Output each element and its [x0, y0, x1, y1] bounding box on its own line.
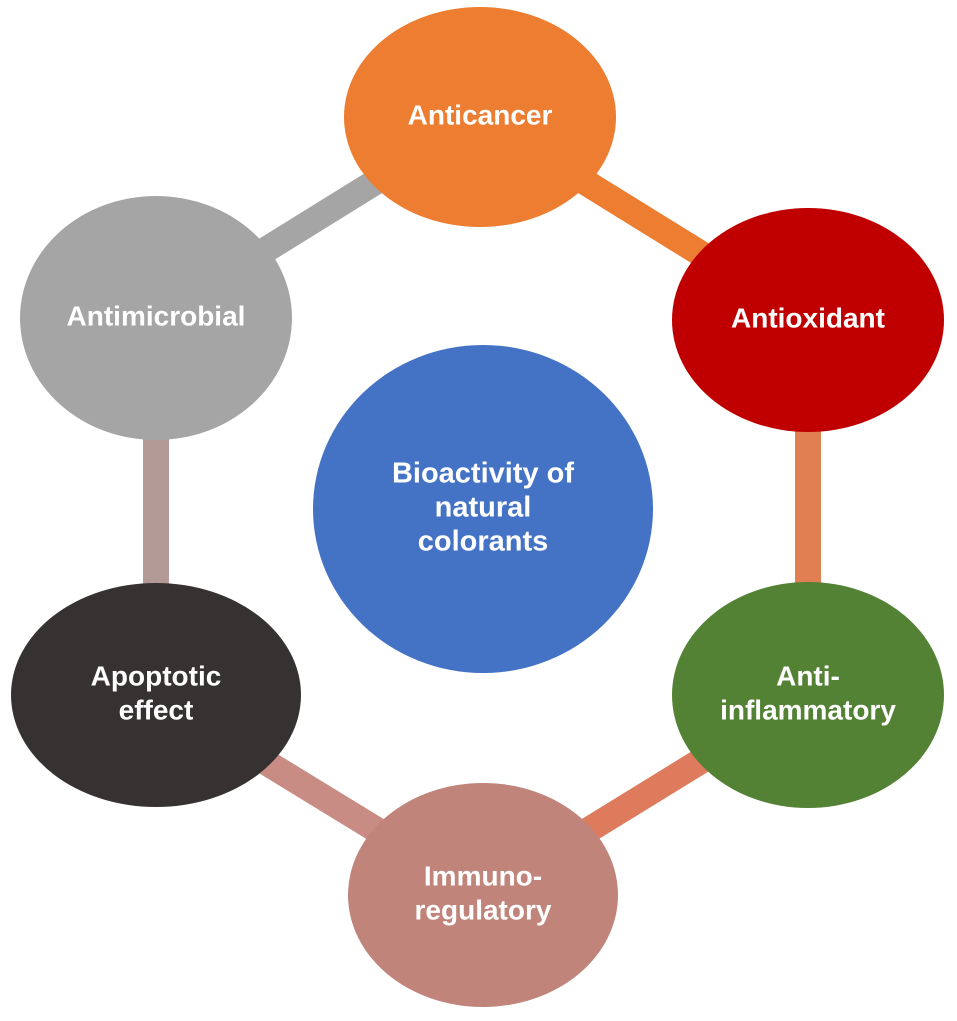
node-antioxidant-circle [672, 208, 944, 432]
node-anticancer-circle [344, 7, 616, 227]
node-antimicrobial-circle [20, 196, 292, 440]
center-node-label-line-3: colorants [418, 526, 549, 558]
node-apoptotic-effect-circle [11, 583, 301, 807]
node-immunoregulatory-label-line-1: Immuno- [424, 860, 542, 891]
node-immunoregulatory-circle [348, 783, 618, 1007]
node-antioxidant-label-line-1: Antioxidant [731, 302, 885, 333]
node-immunoregulatory: Immuno-regulatory [348, 783, 618, 1007]
node-anticancer-label-line-1: Anticancer [408, 99, 553, 130]
node-antimicrobial: Antimicrobial [20, 196, 292, 440]
node-immunoregulatory-label-line-2: regulatory [415, 894, 552, 925]
node-apoptotic-effect-label-line-2: effect [119, 694, 194, 725]
center-node-label-line-1: Bioactivity of [392, 458, 574, 490]
node-anti-inflammatory: Anti-inflammatory [672, 582, 944, 808]
node-anti-inflammatory-label-line-1: Anti- [776, 660, 840, 691]
node-anticancer: Anticancer [344, 7, 616, 227]
node-apoptotic-effect-label-line-1: Apoptotic [91, 660, 222, 691]
center-node-label-line-2: natural [435, 492, 532, 524]
node-antioxidant: Antioxidant [672, 208, 944, 432]
node-antimicrobial-label-line-1: Antimicrobial [67, 300, 246, 331]
node-anti-inflammatory-circle [672, 582, 944, 808]
node-anti-inflammatory-label-line-2: inflammatory [720, 694, 896, 725]
center-node-circle [313, 345, 653, 673]
node-layer: AnticancerAntioxidantAnti-inflammatoryIm… [11, 7, 944, 1007]
